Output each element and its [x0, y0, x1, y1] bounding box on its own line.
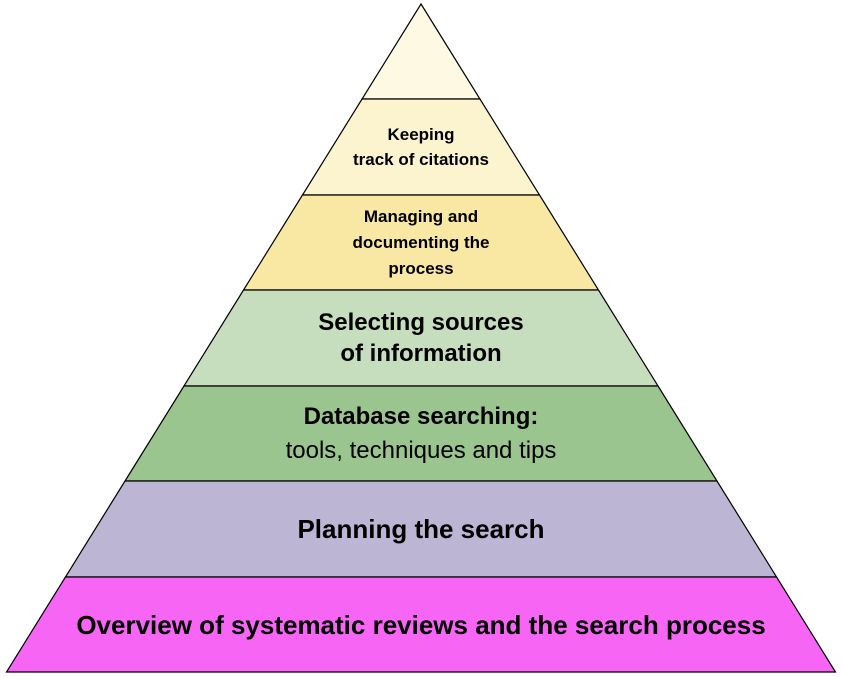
tier-managing-shape [242, 194, 600, 291]
tier-citations-shape [301, 98, 541, 196]
tier-selecting-shape [182, 289, 660, 387]
tier-planning-shape [64, 480, 778, 578]
tier-database-shape [123, 385, 719, 482]
tier-overview-shape [5, 576, 837, 673]
tier-apex-shape [360, 2, 482, 100]
